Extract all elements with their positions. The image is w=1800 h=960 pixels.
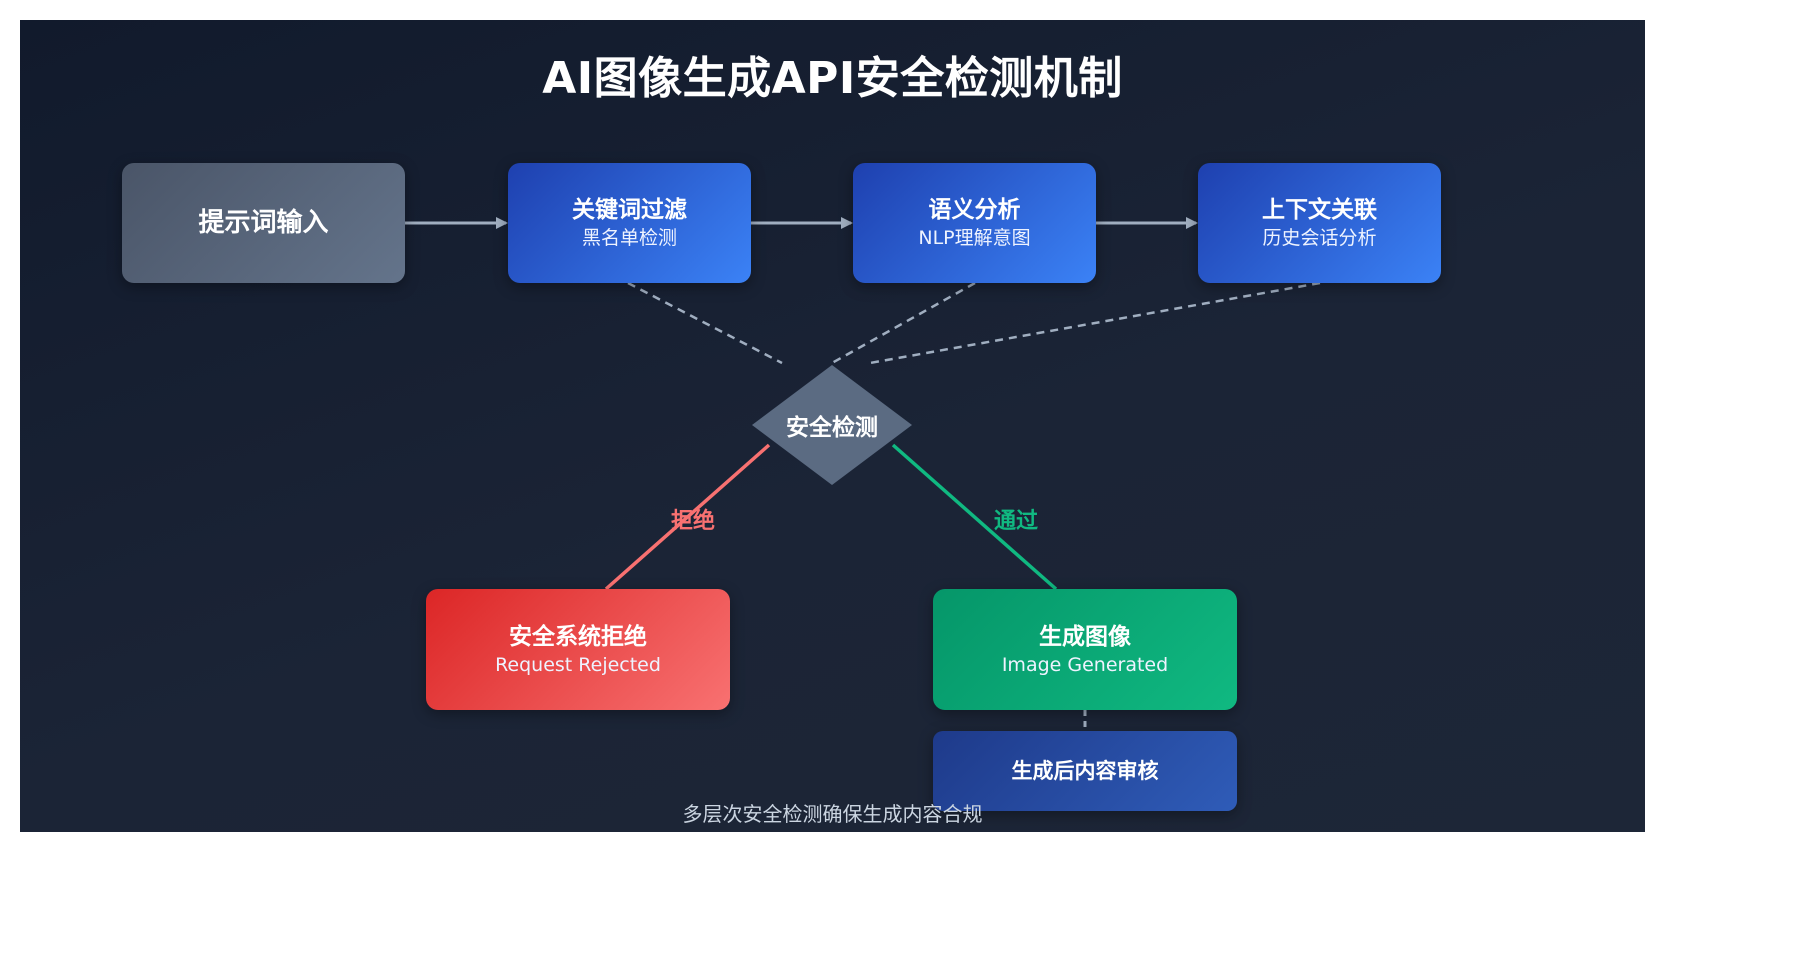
branch-pass	[891, 443, 1058, 591]
node-semantic-analysis-sub: NLP理解意图	[918, 227, 1031, 249]
connector-layer	[405, 217, 1321, 731]
diagram-canvas: AI图像生成API安全检测机制 提示词输入 关键词过滤 黑名单检测 语义分析 N…	[20, 20, 1645, 832]
dashed-context-to-check	[869, 281, 1321, 365]
decision-diamond	[752, 365, 912, 485]
node-prompt-input: 提示词输入	[122, 163, 405, 283]
node-prompt-input-label: 提示词输入	[198, 208, 329, 238]
node-post-review: 生成后内容审核	[933, 731, 1237, 811]
diagram-title: AI图像生成API安全检测机制	[542, 53, 1123, 104]
node-request-rejected: 安全系统拒绝 Request Rejected	[426, 589, 730, 710]
node-image-generated-label: 生成图像	[1039, 623, 1131, 650]
branch-reject	[604, 443, 771, 591]
node-request-rejected-label: 安全系统拒绝	[509, 623, 647, 650]
node-context-association-label: 上下文关联	[1262, 197, 1377, 223]
node-image-generated-sub: Image Generated	[1001, 653, 1169, 676]
node-semantic-analysis: 语义分析 NLP理解意图	[853, 163, 1096, 283]
dashed-keyword-to-check	[627, 281, 783, 365]
edge-label-pass: 通过	[994, 509, 1039, 534]
node-post-review-label: 生成后内容审核	[1011, 759, 1159, 783]
node-context-association: 上下文关联 历史会话分析	[1198, 163, 1441, 283]
node-request-rejected-sub: Request Rejected	[495, 653, 661, 676]
decision-diamond-label: 安全检测	[786, 415, 878, 441]
diagram-footer: 多层次安全检测确保生成内容合规	[682, 802, 983, 826]
node-keyword-filter-label: 关键词过滤	[572, 197, 687, 223]
edge-label-reject: 拒绝	[671, 509, 716, 534]
node-keyword-filter: 关键词过滤 黑名单检测	[508, 163, 751, 283]
node-semantic-analysis-label: 语义分析	[928, 197, 1021, 223]
node-keyword-filter-sub: 黑名单检测	[581, 227, 677, 249]
node-context-association-sub: 历史会话分析	[1262, 227, 1377, 249]
dashed-semantic-to-check	[831, 281, 976, 365]
node-image-generated: 生成图像 Image Generated	[933, 589, 1237, 710]
